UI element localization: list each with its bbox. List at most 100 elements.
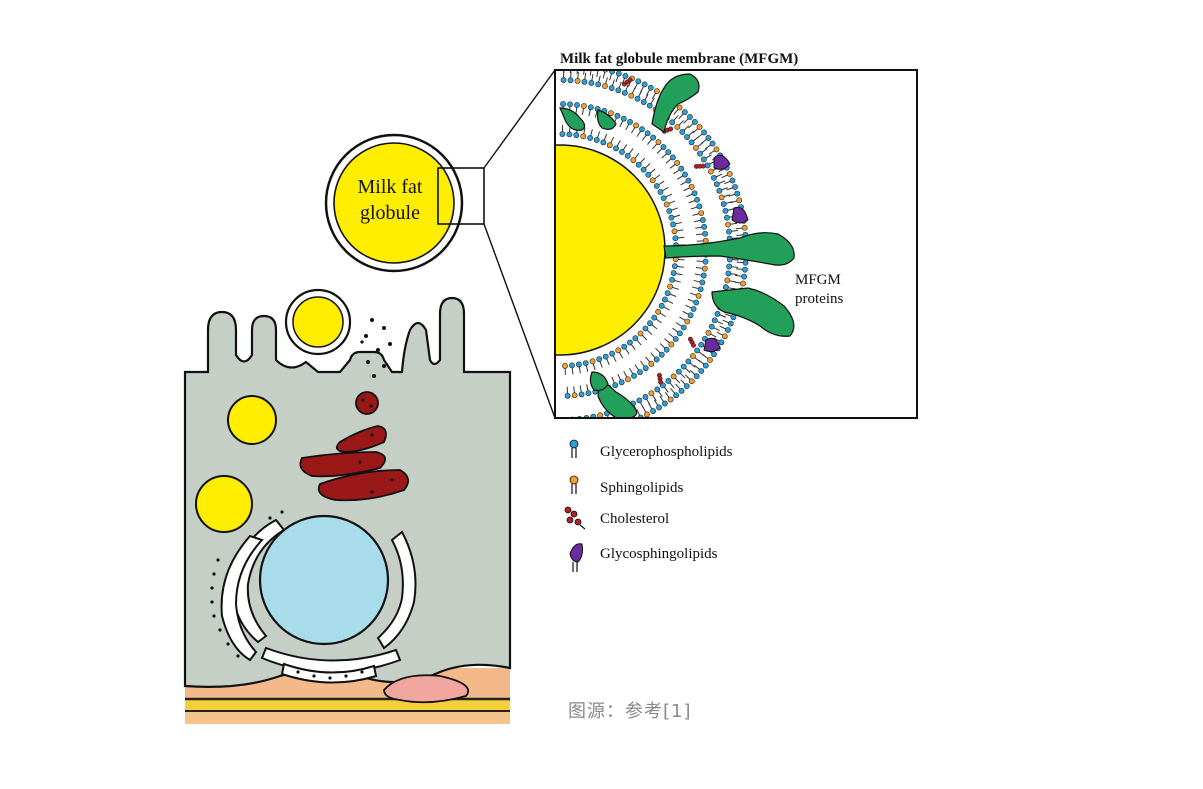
lipid-head <box>633 122 639 129</box>
mfgm-proteins-label-line2: proteins <box>795 291 843 307</box>
lipid-head <box>694 196 700 203</box>
fat-core <box>555 144 666 356</box>
lipid-head <box>687 312 694 319</box>
lipid-head <box>589 358 596 365</box>
lipid-tail <box>586 417 587 418</box>
mfgm-proteins-label-line1: MFGM <box>795 272 841 288</box>
cholesterol-molecule <box>627 77 633 83</box>
lipid-head <box>636 397 643 404</box>
lipid-head <box>571 433 576 438</box>
lipid-head <box>698 368 705 374</box>
lipid-head <box>644 130 651 137</box>
lipid-head <box>696 203 703 210</box>
lipid-head <box>713 146 720 153</box>
lipid-head <box>642 365 649 372</box>
lipid-head <box>711 351 717 358</box>
lipid-head <box>663 346 670 353</box>
lipid-head <box>671 228 678 235</box>
lipid-head <box>697 150 703 157</box>
lipid-head <box>615 87 622 94</box>
legend-item-sphingolipids: Sphingolipids <box>569 475 684 496</box>
legend-item-cholesterol: Cholesterol <box>564 506 669 530</box>
lipid-head <box>688 183 695 190</box>
lipid-head <box>668 214 675 221</box>
lipid-head <box>648 361 655 367</box>
lipid-head <box>599 429 604 434</box>
lipid-head <box>650 408 656 414</box>
lipid-head <box>608 110 614 117</box>
lipid-head <box>707 168 714 175</box>
lipid-head <box>640 99 647 105</box>
lipid-head <box>676 104 683 111</box>
lipid-head <box>614 112 621 119</box>
lipid-head <box>650 134 657 141</box>
cholesterol-molecule <box>691 342 696 348</box>
lipid-head <box>651 314 658 321</box>
cholesterol-molecule <box>700 163 706 169</box>
lipid-head <box>664 290 671 297</box>
lipid-head <box>681 109 688 116</box>
lipid-head <box>602 83 608 89</box>
lipid-head <box>685 358 692 365</box>
lipid-head <box>702 258 709 265</box>
lipid-head <box>740 280 746 287</box>
lipid-head <box>726 228 732 235</box>
lipid-head <box>593 137 600 143</box>
lipid-head <box>701 129 708 136</box>
lipid-head <box>670 221 677 228</box>
lipid-head <box>691 190 698 197</box>
lipid-head <box>641 81 648 88</box>
lipid-head <box>705 329 712 336</box>
lipid-head <box>581 78 588 85</box>
lipid-head <box>648 390 655 397</box>
lipid-head <box>687 114 693 120</box>
lipid-head <box>672 336 679 342</box>
lipid-tail <box>573 420 574 429</box>
lipid-head <box>622 72 629 79</box>
glycosphingolipids <box>703 154 749 353</box>
lipid-head <box>642 394 649 400</box>
globule-label-line1: Milk fat <box>358 176 423 198</box>
lipid-head <box>573 132 580 139</box>
lipid-head <box>653 88 660 95</box>
lipid-head <box>714 310 721 317</box>
lipid-head <box>649 177 656 184</box>
lipid-head <box>724 214 730 221</box>
lipid-head <box>637 330 644 337</box>
lipid-head <box>653 183 660 189</box>
lipid-head <box>741 273 747 280</box>
lipid-head <box>567 77 574 84</box>
lipid-head <box>689 353 696 359</box>
lipid-head <box>690 306 697 312</box>
sphingolipid-icon <box>569 475 579 494</box>
lipid-head <box>642 325 649 332</box>
myoepithelial-cell <box>383 674 470 704</box>
lipid-head <box>684 134 690 140</box>
lipid-head <box>669 276 675 283</box>
lipid-head <box>699 279 706 286</box>
lipid-head <box>680 363 687 370</box>
lipid-head <box>596 356 603 363</box>
lipid-head <box>574 78 581 84</box>
lipid-head <box>684 318 691 325</box>
lipid-tail <box>596 70 599 77</box>
lipid-head <box>666 208 673 214</box>
lipid-head <box>635 78 642 85</box>
lipid-head <box>700 156 707 163</box>
lipid-head <box>560 101 566 107</box>
lipid-head <box>685 177 692 184</box>
lipid-head <box>718 194 725 201</box>
legend-label: Cholesterol <box>600 511 669 527</box>
lipid-head <box>716 187 723 194</box>
lipid-head <box>727 320 734 327</box>
lipid-head <box>580 133 587 140</box>
lipid-head <box>560 77 567 83</box>
legend-label: Sphingolipids <box>600 480 684 496</box>
lipid-head <box>626 339 633 346</box>
lipid-head <box>697 286 704 293</box>
lipid-head <box>595 81 602 88</box>
lipid-head <box>621 89 628 96</box>
lipid-head <box>667 283 673 290</box>
lipid-head <box>734 190 741 197</box>
lipid-head <box>672 235 679 242</box>
